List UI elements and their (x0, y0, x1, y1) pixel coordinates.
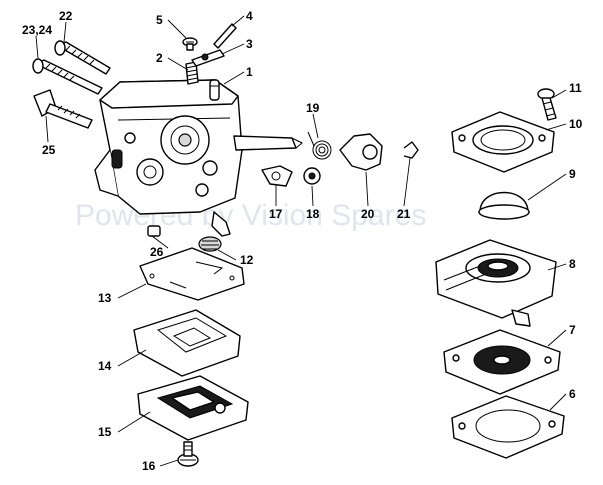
part-23-24-shape (32, 58, 103, 95)
part-10-shape (451, 111, 555, 173)
part-labels: 1 2 3 4 5 6 7 8 9 10 11 12 13 14 15 16 1… (22, 9, 583, 473)
label-part-22: 22 (59, 9, 73, 23)
label-part-1: 1 (246, 65, 253, 79)
part-5-shape (182, 37, 198, 51)
part-12-shape (198, 236, 222, 252)
part-15-shape (137, 375, 249, 441)
label-part-18: 18 (306, 207, 320, 221)
label-part-4: 4 (246, 9, 253, 23)
part-16-shape (177, 441, 199, 467)
label-part-9: 9 (569, 167, 576, 181)
label-part-15: 15 (98, 425, 112, 439)
part-26-shape (147, 225, 161, 237)
part-4-shape (213, 23, 237, 49)
label-part-20: 20 (361, 207, 375, 221)
label-part-21: 21 (397, 207, 411, 221)
label-part-23-24: 23,24 (22, 23, 52, 37)
label-part-14: 14 (98, 359, 112, 373)
part-2-shape (185, 61, 199, 85)
label-part-5: 5 (156, 13, 163, 27)
part-13-shape (139, 247, 245, 301)
label-part-6: 6 (569, 387, 576, 401)
part-17-shape (261, 165, 293, 187)
label-part-25: 25 (42, 143, 56, 157)
part-7-shape (443, 329, 561, 395)
part-9-shape (478, 191, 530, 220)
label-part-26: 26 (150, 245, 164, 259)
label-part-19: 19 (306, 101, 320, 115)
part-20-shape (339, 133, 383, 171)
label-part-12: 12 (240, 253, 254, 267)
part-14-shape (133, 309, 241, 377)
label-part-17: 17 (269, 207, 283, 221)
part-1-shape (209, 79, 220, 101)
part-19-shape (307, 131, 332, 160)
part-11-shape (537, 88, 557, 121)
carburetor-body (94, 79, 303, 237)
part-6-shape (451, 395, 565, 459)
part-22-shape (54, 40, 111, 75)
leader-lines (35, 15, 567, 467)
part-18-shape (303, 167, 321, 185)
label-part-10: 10 (569, 117, 583, 131)
label-part-2: 2 (156, 51, 163, 65)
part-3-shape (191, 49, 225, 67)
label-part-11: 11 (569, 81, 582, 95)
label-part-7: 7 (569, 323, 576, 337)
part-21-shape (403, 141, 419, 159)
label-part-3: 3 (246, 37, 253, 51)
part-8-shape (435, 239, 557, 327)
label-part-16: 16 (142, 459, 156, 473)
part-25-shape (33, 89, 93, 129)
label-part-8: 8 (569, 257, 576, 271)
label-part-13: 13 (98, 291, 112, 305)
